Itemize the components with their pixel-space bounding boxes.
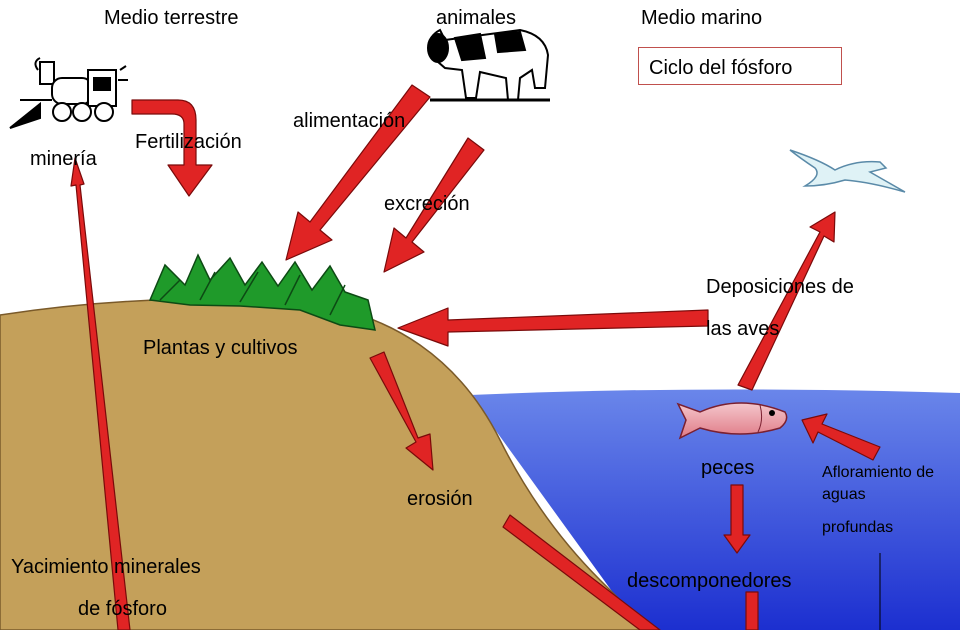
label-plants: Plantas y cultivos xyxy=(143,337,298,359)
label-upwelling-2: aguas xyxy=(822,486,866,503)
plants-icon xyxy=(148,253,376,331)
label-upwelling-1: Afloramiento de xyxy=(822,464,935,481)
arrow-birds-up xyxy=(737,211,836,391)
arrow-excretion xyxy=(383,137,485,273)
sea xyxy=(470,389,960,630)
arrow-decomposers-down xyxy=(745,591,759,630)
label-animals: animales xyxy=(436,7,517,29)
diagram-title: Ciclo del fósforo xyxy=(649,57,793,79)
label-deposit-1: Yacimiento minerales xyxy=(11,556,201,578)
arrow-upwelling xyxy=(801,413,881,461)
arrow-mining xyxy=(70,157,131,630)
title-box: Ciclo del fósforo xyxy=(638,47,842,85)
label-erosion: erosión xyxy=(407,488,473,510)
label-fertilization: Fertilización xyxy=(135,131,242,153)
locomotive-icon xyxy=(9,57,128,129)
label-bird-droppings-1: Deposiciones de xyxy=(706,276,854,298)
label-terrestrial: Medio terrestre xyxy=(104,7,239,29)
arrow-erosion xyxy=(369,351,434,471)
label-bird-droppings-2: las aves xyxy=(706,318,780,340)
arrow-feeding xyxy=(285,84,431,261)
label-marine: Medio marino xyxy=(641,7,763,29)
label-deposit-2: de fósforo xyxy=(78,598,167,620)
label-decomposers: descomponedores xyxy=(627,570,792,592)
arrow-fish-decomposers xyxy=(723,484,751,554)
arrow-to-sea xyxy=(502,514,661,630)
arrow-bird-droppings xyxy=(397,307,709,347)
fish-icon xyxy=(676,402,788,440)
seagull-icon xyxy=(789,149,906,193)
label-upwelling-3: profundas xyxy=(822,519,894,536)
cow-icon xyxy=(427,28,550,102)
label-mining: minería xyxy=(30,148,97,170)
arrow-fertilization xyxy=(131,99,213,197)
label-feeding: alimentación xyxy=(293,110,406,132)
arrows xyxy=(70,84,881,630)
label-fish: peces xyxy=(701,457,755,479)
label-excretion: excreción xyxy=(384,193,470,215)
